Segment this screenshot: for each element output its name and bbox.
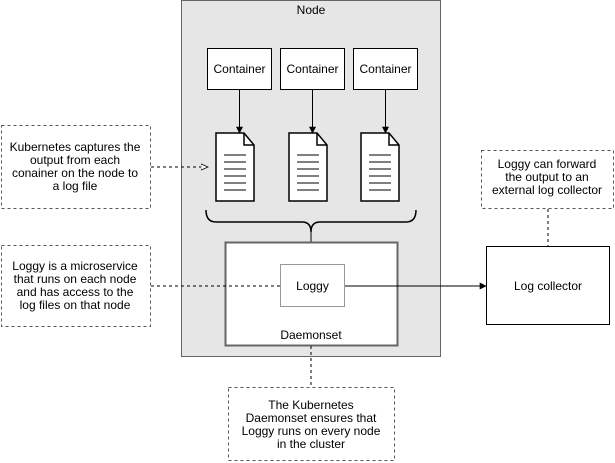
note-loggy-forward-line: external log collector bbox=[492, 183, 602, 197]
note-loggy-forward bbox=[481, 150, 614, 209]
note-kubernetes-capture-line: conainer on the node to bbox=[12, 166, 138, 180]
loggy-label: Loggy bbox=[296, 279, 329, 293]
note-loggy-forward-line: Loggy can forward bbox=[498, 157, 597, 171]
note-daemonset-ensures-line: Daemonset ensures that bbox=[246, 411, 377, 425]
log-collector-label: Log collector bbox=[514, 279, 582, 293]
container-2: Container bbox=[280, 48, 345, 90]
note-kubernetes-capture-line: output from each bbox=[30, 153, 120, 167]
log-file-icon bbox=[288, 132, 328, 202]
note-loggy-microservice-line: log files on that node bbox=[20, 298, 131, 312]
daemonset-label: Daemonset bbox=[280, 328, 342, 342]
container-1-label: Container bbox=[213, 62, 265, 76]
note-loggy-microservice-line: and has access to the bbox=[17, 285, 134, 299]
note-loggy-microservice bbox=[1, 245, 151, 327]
container-1: Container bbox=[207, 48, 272, 90]
log-file-icon bbox=[215, 132, 255, 202]
note-kubernetes-capture-line: Kubernetes captures the bbox=[10, 140, 141, 154]
note-daemonset-ensures-line: in the cluster bbox=[277, 437, 345, 451]
note-loggy-microservice-line: Loggy is a microservice bbox=[12, 259, 138, 273]
loggy-box bbox=[280, 264, 345, 307]
container-3: Container bbox=[353, 48, 418, 90]
note-kubernetes-capture-line: a log file bbox=[53, 179, 98, 193]
note-loggy-microservice-line: that runs on each node bbox=[14, 272, 137, 286]
note-daemonset-ensures-line: Loggy runs on every node bbox=[242, 424, 381, 438]
container-2-label: Container bbox=[286, 62, 338, 76]
node-label: Node bbox=[297, 3, 326, 17]
log-collector-box bbox=[486, 246, 610, 325]
note-daemonset-ensures-line: The Kubernetes bbox=[268, 398, 353, 412]
container-3-label: Container bbox=[359, 62, 411, 76]
note-loggy-forward-line: the output to an bbox=[505, 170, 588, 184]
log-file-icon bbox=[360, 132, 400, 202]
note-kubernetes-capture bbox=[1, 125, 151, 209]
note-daemonset-ensures bbox=[228, 387, 395, 461]
